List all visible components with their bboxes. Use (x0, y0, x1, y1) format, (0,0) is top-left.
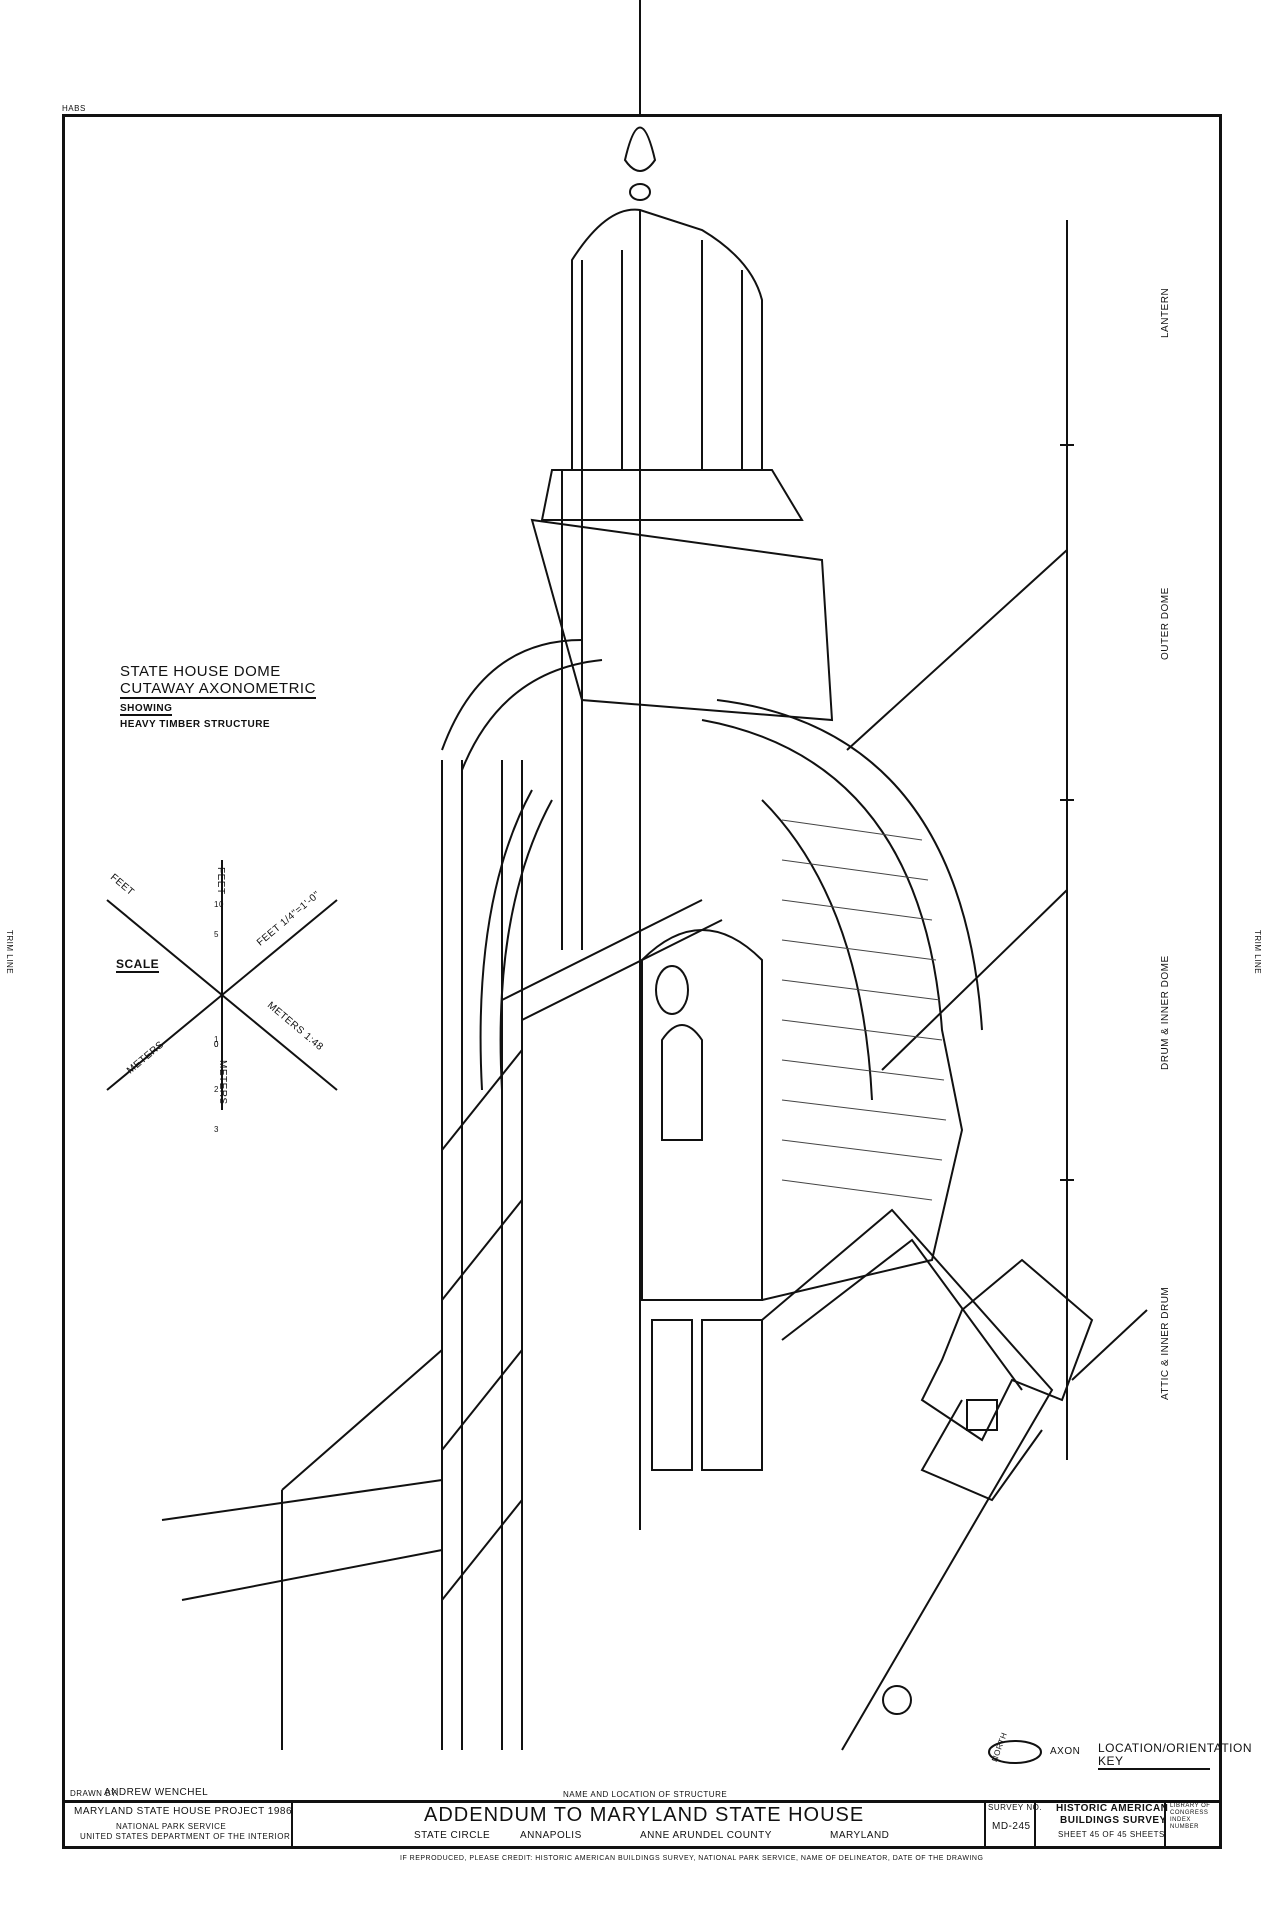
sheet-code: HABS (62, 104, 86, 113)
trim-line-right: TRIM LINE (1253, 930, 1262, 975)
location-orientation-key-label: LOCATION/ORIENTATION KEY (1098, 1741, 1253, 1770)
scale-meters-vertical: METERS (217, 1060, 228, 1105)
scale-meter-tick-3: 3 (214, 1125, 219, 1134)
agency-doi: UNITED STATES DEPARTMENT OF THE INTERIOR (80, 1832, 291, 1841)
title-block-survey-cell (984, 1800, 1036, 1849)
project-name: MARYLAND STATE HOUSE PROJECT 1986 (74, 1806, 293, 1817)
drawing-title-line2: CUTAWAY AXONOMETRIC (120, 680, 316, 699)
scale-feet-tick-0: 0 (214, 1040, 219, 1049)
scale-feet-tick-10: 10 (214, 900, 224, 909)
address-state: MARYLAND (830, 1830, 890, 1841)
survey-number: MD-245 (992, 1821, 1031, 1832)
survey-no-label: SURVEY NO. (988, 1803, 1043, 1812)
address-city: ANNAPOLIS (520, 1830, 582, 1841)
scale-feet-tick-5: 5 (214, 930, 219, 939)
name-location-label: NAME AND LOCATION OF STRUCTURE (563, 1790, 728, 1799)
drawing-title-line1: STATE HOUSE DOME (120, 663, 281, 680)
scale-meter-tick-1: 1 (214, 1035, 219, 1044)
drawing-title-line3: SHOWING (120, 703, 173, 716)
title-block (62, 1800, 1222, 1849)
dome-axonometric-illustration (106, 0, 1148, 1764)
address-county: ANNE ARUNDEL COUNTY (640, 1830, 772, 1841)
section-label-drum-inner-dome: DRUM & INNER DOME (1160, 955, 1171, 1070)
reproduction-credit: IF REPRODUCED, PLEASE CREDIT: HISTORIC A… (400, 1855, 984, 1862)
scale-label: SCALE (116, 957, 160, 973)
scale-meter-tick-2: 2 (214, 1085, 219, 1094)
library-of-congress-label: LIBRARY OF CONGRESS INDEX NUMBER (1170, 1803, 1211, 1830)
section-label-attic-inner-drum: ATTIC & INNER DRUM (1160, 1286, 1171, 1400)
section-label-lantern: LANTERN (1160, 287, 1171, 338)
scale-meter-tick-0: 0 (214, 1040, 219, 1049)
key-axon-label: AXON (1050, 1746, 1081, 1757)
habs-line1: HISTORIC AMERICAN (1056, 1803, 1169, 1814)
drawn-by-name: ANDREW WENCHEL (104, 1787, 209, 1798)
drawn-by-label: DRAWN BY: (70, 1789, 120, 1798)
drawing-title-line4: HEAVY TIMBER STRUCTURE (120, 719, 271, 730)
sheet-number: SHEET 45 OF 45 SHEETS (1058, 1830, 1165, 1839)
title-block-project-cell (62, 1800, 293, 1849)
address-street: STATE CIRCLE (414, 1830, 491, 1841)
section-label-outer-dome: OUTER DOME (1160, 587, 1171, 660)
habs-line2: BUILDINGS SURVEY (1060, 1815, 1167, 1826)
agency-nps: NATIONAL PARK SERVICE (116, 1822, 227, 1831)
title-block-habs-cell (1036, 1800, 1166, 1849)
scale-feet-vertical: FEET (215, 867, 226, 895)
structure-name: ADDENDUM TO MARYLAND STATE HOUSE (424, 1804, 865, 1826)
trim-line-left: TRIM LINE (5, 930, 14, 975)
